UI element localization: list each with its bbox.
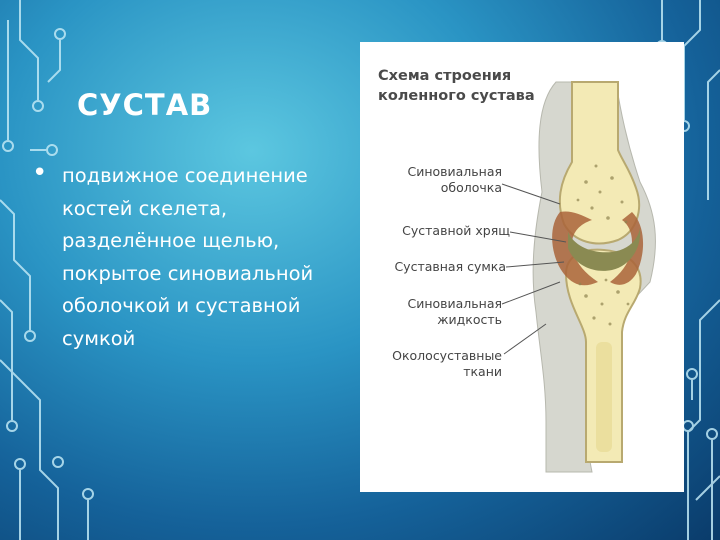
diagram-title-line2: коленного сустава	[378, 88, 535, 104]
label-periarticular-line1: Околосуставные	[392, 348, 502, 363]
femur-bone	[558, 81, 641, 245]
slide-title: СУСТАВ	[77, 88, 213, 122]
knee-joint-diagram: Схема строения коленного сустава Синовиа…	[360, 42, 684, 492]
label-joint-capsule: Суставная сумка	[394, 259, 506, 274]
label-articular-cartilage: Суставной хрящ	[402, 223, 510, 238]
label-periarticular-line2: ткани	[463, 364, 502, 379]
label-synovial-membrane-line2: оболочка	[440, 180, 502, 195]
label-periarticular-tissue: Околосуставные ткани	[372, 348, 502, 380]
synovial-membrane	[552, 211, 598, 286]
diagram-title-line1: Схема строения	[378, 68, 512, 84]
synovial-membrane-right	[610, 212, 644, 285]
label-synovial-membrane-line1: Синовиальная	[407, 164, 502, 179]
diagram-title: Схема строения коленного сустава	[378, 66, 578, 106]
bullet-icon: •	[32, 158, 48, 188]
label-synovial-fluid: Синовиальная жидкость	[382, 296, 502, 328]
leader-lines	[501, 183, 567, 355]
articular-cartilage	[568, 228, 641, 271]
bullet-text: подвижное соединение костей скелета, раз…	[62, 164, 314, 350]
label-synovial-fluid-line2: жидкость	[437, 312, 502, 327]
bone-texture	[576, 164, 630, 326]
marrow-channel	[596, 342, 612, 452]
label-synovial-fluid-line1: Синовиальная	[407, 296, 502, 311]
knee-joint-illustration	[501, 81, 656, 473]
label-synovial-membrane: Синовиальная оболочка	[382, 164, 502, 196]
